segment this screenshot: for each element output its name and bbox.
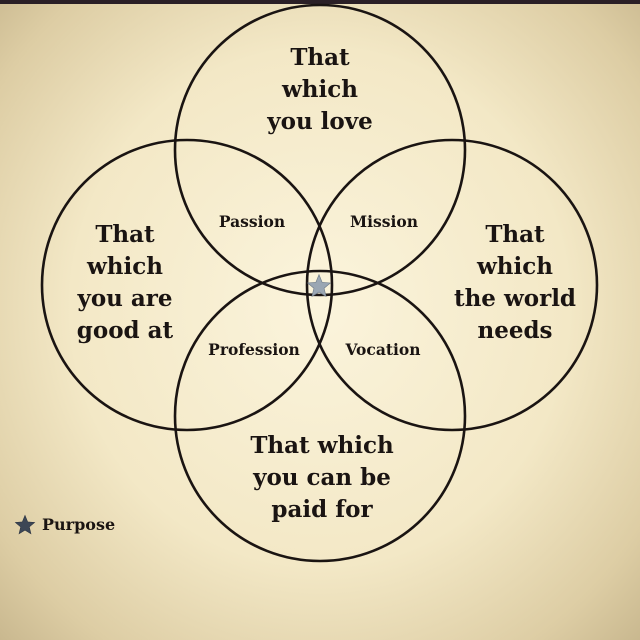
circle-love [173, 3, 467, 297]
circle-label-love: That which you love [267, 44, 373, 135]
intersection-vocation: Vocation [345, 340, 421, 359]
legend-label: Purpose [42, 515, 116, 534]
circle-good-at [40, 138, 334, 432]
top-border [0, 0, 640, 4]
circle-label-good-at: That which you are good at [76, 221, 174, 344]
circle-label-world-needs: That which the world needs [453, 221, 577, 344]
circle-label-paid-for: That which you can be paid for [250, 432, 394, 523]
star-icon [14, 514, 36, 535]
circle-paid-for [173, 269, 467, 563]
intersection-profession: Profession [208, 340, 300, 359]
circle-world-needs [305, 138, 599, 432]
intersection-passion: Passion [218, 212, 286, 231]
intersection-mission: Mission [350, 212, 418, 231]
purpose-star-icon [306, 273, 332, 298]
